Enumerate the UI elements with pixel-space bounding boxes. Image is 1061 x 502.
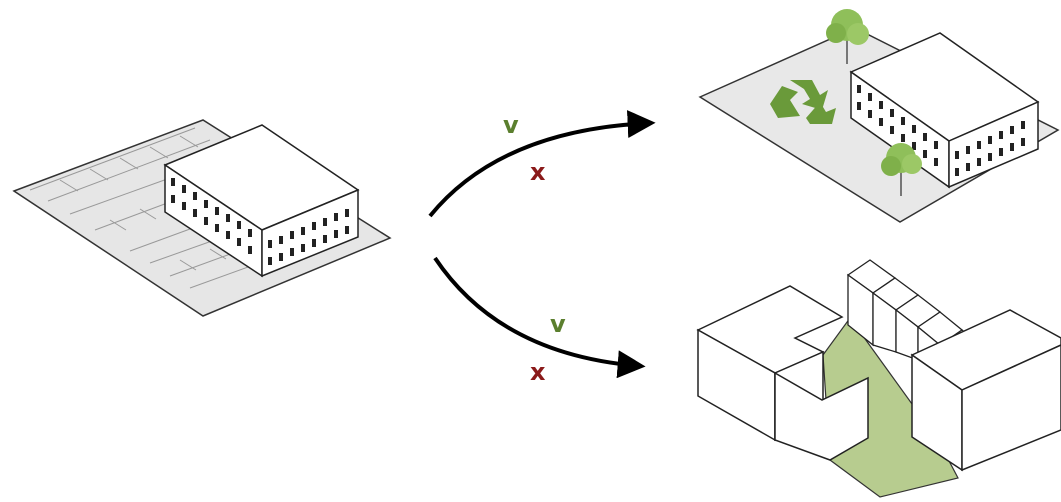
tree-icon (826, 9, 869, 64)
tree-icon (881, 143, 922, 196)
green-building-right-wall (948, 100, 1039, 189)
recycle-icon (770, 80, 836, 124)
green-building-windows (857, 85, 1025, 176)
dense-urban-block (696, 259, 1061, 498)
arrow-to-green-site (428, 110, 656, 218)
parking-lines (29, 127, 263, 289)
upper-cross-mark: x (530, 158, 546, 186)
arrow-to-dense-block (433, 256, 646, 379)
lower-check-mark: v (550, 310, 566, 338)
upper-check-mark: v (503, 111, 519, 139)
building-windows (171, 178, 349, 265)
l-shaped-block (696, 285, 869, 461)
green-site-building (698, 9, 1060, 223)
building-right-wall (261, 188, 359, 278)
tall-block (910, 309, 1061, 472)
lower-cross-mark: x (530, 358, 546, 386)
existing-building-with-parking (12, 119, 392, 317)
